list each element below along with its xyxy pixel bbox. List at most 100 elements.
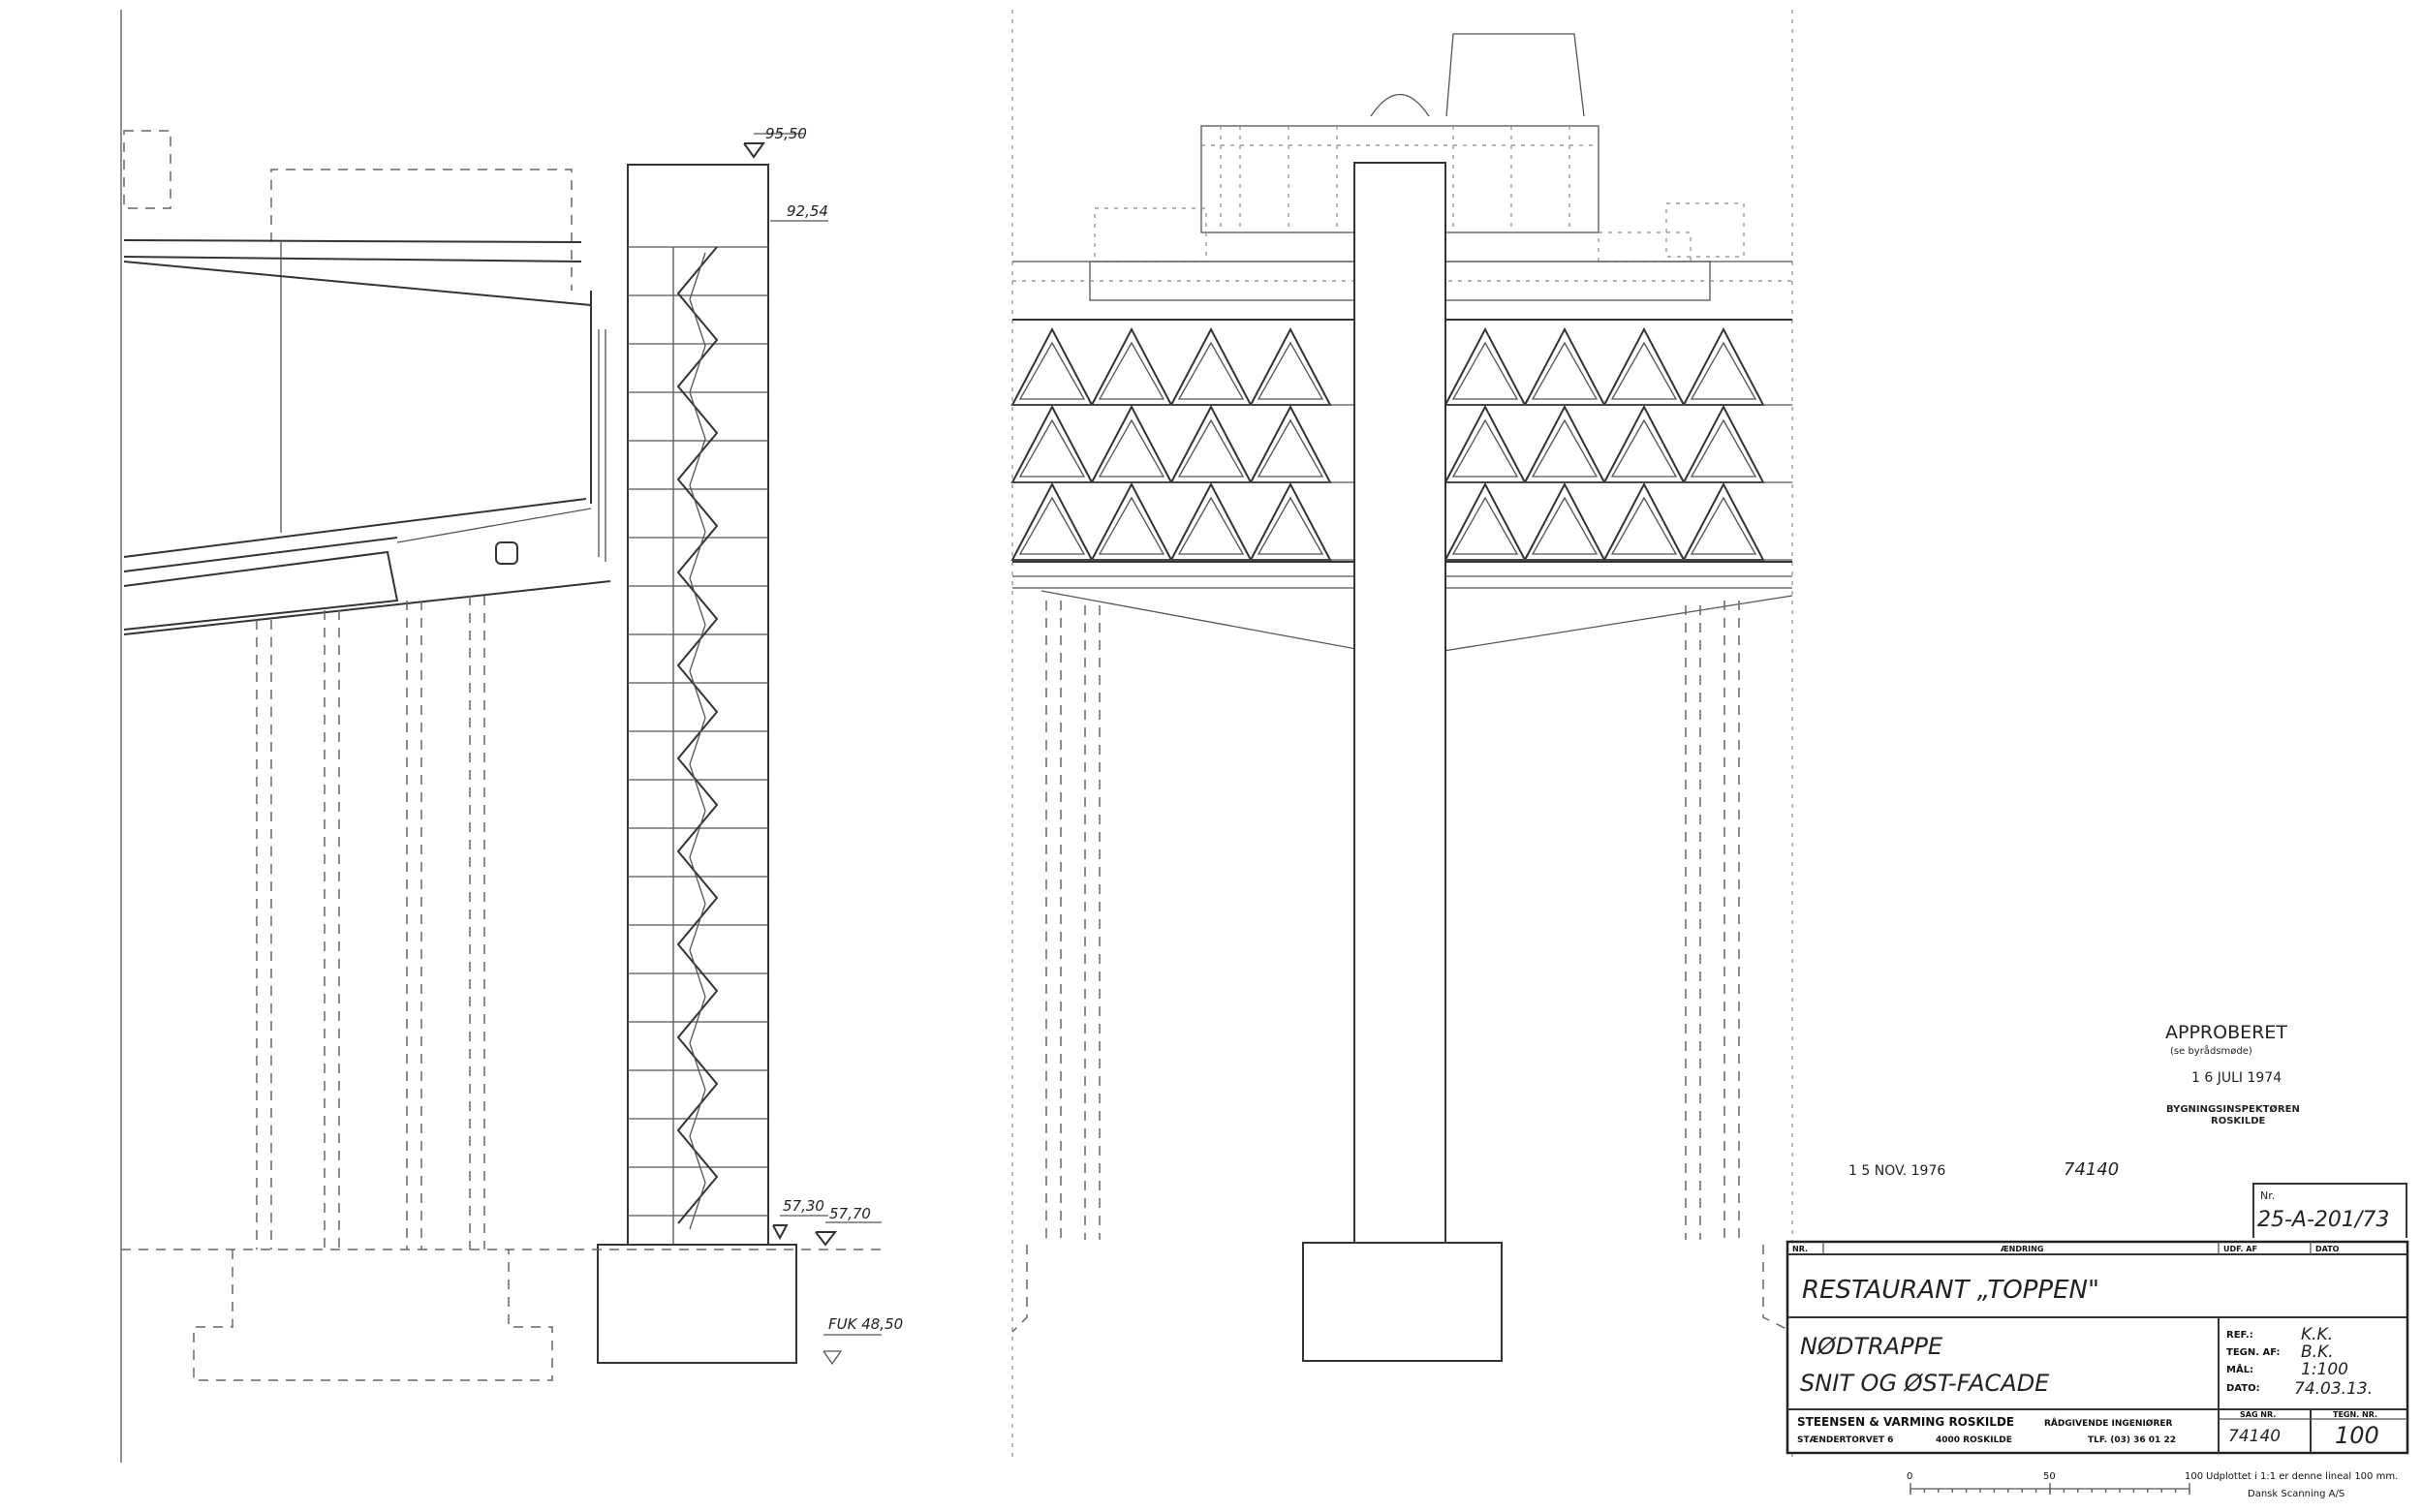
level-fuk-label: FUK 48,50 [828,1315,903,1333]
level-second-label: 92,54 [787,202,828,220]
scale-value: 1:100 [2301,1360,2348,1379]
approval-date: 1 6 JULI 1974 [2191,1070,2282,1086]
lattice-triangle-inner [1098,496,1165,555]
received-stamp: 1 5 NOV. 1976 74140 [1848,1159,2119,1180]
ref-value: K.K. [2301,1325,2333,1344]
lattice-triangle [1602,404,1686,483]
lattice-triangle [1249,481,1332,561]
lattice-triangle-inner [1531,341,1599,400]
lattice-triangle [1523,404,1606,483]
lattice-triangle-inner [1690,418,1757,478]
lattice-triangle [1523,326,1606,406]
lattice-triangle-inner [1177,341,1245,400]
phone: TLF. (03) 36 01 22 [2088,1435,2176,1445]
approval-stamp: APPROBERET (se byrådsmøde) 1 6 JULI 1974… [2165,1022,2300,1126]
lattice-triangle [1444,326,1527,406]
scale-mid: 50 [2043,1471,2056,1482]
lattice-triangle-inner [1177,418,1245,478]
firm-role: RÅDGIVENDE INGENIØRER [2044,1418,2173,1429]
case-label: SAG NR. [2240,1410,2276,1419]
east-facade-view [1010,33,1793,1362]
lattice-triangle-inner [1018,418,1086,478]
lattice-triangle [1249,404,1332,483]
date-value: 74.03.13. [2294,1379,2373,1399]
scale-end: 100 [2185,1471,2203,1482]
approval-office-line2: ROSKILDE [2211,1116,2266,1126]
title-block: NR. ÆNDRING UDF. AF DATO RESTAURANT „TOP… [1785,1240,2409,1455]
lattice-triangle [1169,481,1253,561]
level-markers: 95,50 92,54 57,30 57,70 FUK 48,50 [743,125,903,1366]
lattice-triangle-inner [1690,341,1757,400]
lattice-triangle [1682,326,1765,406]
scale-note: Udplottet i 1:1 er denne lineal 100 mm. [2206,1471,2398,1482]
header-nr: NR. [1792,1245,1808,1253]
lattice-triangle [1090,326,1173,406]
lattice-triangle [1602,326,1686,406]
lattice-triangle [1249,326,1332,406]
drawing-label: TEGN. NR. [2333,1410,2377,1419]
received-date: 1 5 NOV. 1976 [1848,1163,1945,1179]
lattice-triangle [1444,404,1527,483]
lattice-triangle-inner [1257,341,1324,400]
reference-value: 25-A-201/73 [2257,1208,2389,1232]
lattice-triangle-inner [1257,496,1324,555]
lattice-triangle-inner [1451,496,1519,555]
approval-subheading: (se byrådsmøde) [2170,1044,2252,1057]
lattice-triangle-inner [1610,418,1678,478]
lattice-triangle [1010,481,1094,561]
lattice-triangle-inner [1098,341,1165,400]
lattice-triangle [1682,404,1765,483]
lattice-triangle-inner [1610,496,1678,555]
lattice-triangle-inner [1018,341,1086,400]
reference-stamp: Nr. 25-A-201/73 [2252,1183,2407,1238]
columns-elevation [1011,601,1793,1333]
header-date: DATO [2315,1245,2340,1253]
subject-line2: SNIT OG ØST-FACADE [1800,1370,2050,1397]
received-note: 74140 [2064,1159,2119,1180]
level-top-label: 95,50 [765,125,807,142]
scale-bar: 0 50 100 Udplottet i 1:1 er denne lineal… [1907,1471,2398,1499]
approval-office-line1: BYGNINGSINSPEKTØREN [2166,1103,2300,1115]
lattice-triangle [1682,481,1765,561]
firm-name: STEENSEN & VARMING ROSKILDE [1797,1415,2014,1429]
project-title: RESTAURANT „TOPPEN" [1802,1276,2099,1305]
lattice-triangle-inner [1257,418,1324,478]
lattice-triangle-inner [1098,418,1165,478]
lattice-triangle-inner [1451,341,1519,400]
drawn-value: B.K. [2301,1342,2334,1362]
scale-zero: 0 [1907,1471,1912,1482]
lattice-triangle-inner [1018,496,1086,555]
drawing-value: 100 [2335,1422,2379,1449]
section-view: 95,50 92,54 57,30 57,70 FUK 48,50 [120,10,1793,1463]
lattice-triangle-inner [1177,496,1245,555]
lattice-triangle-inner [1690,496,1757,555]
address-street: STÆNDERTORVET 6 [1797,1435,1893,1445]
lattice-triangle [1523,481,1606,561]
ref-label: REF.: [2226,1330,2253,1341]
lattice-triangle [1169,326,1253,406]
columns-section [193,596,553,1381]
scale-credit: Dansk Scanning A/S [2248,1489,2344,1499]
lattice-triangle [1090,404,1173,483]
reference-corner-label: Nr. [2260,1189,2275,1202]
restaurant-section-outline [123,130,611,635]
lattice-triangle [1010,404,1094,483]
header-change: ÆNDRING [2001,1245,2043,1253]
date-label: DATO: [2226,1383,2260,1394]
approval-heading: APPROBERET [2165,1022,2287,1043]
stair-tower-section [597,164,797,1364]
lattice-triangle [1169,404,1253,483]
case-value: 74140 [2228,1427,2281,1446]
lattice-triangle-inner [1531,418,1599,478]
lattice-triangle-inner [1610,341,1678,400]
lattice-triangle-inner [1451,418,1519,478]
lattice-triangle [1444,481,1527,561]
stair-shaft-elevation [1302,162,1503,1362]
drawn-label: TEGN. AF: [2226,1347,2281,1358]
subject-line1: NØDTRAPPE [1800,1333,1943,1360]
lattice-triangle [1010,326,1094,406]
lattice-triangle [1602,481,1686,561]
lattice-triangle [1090,481,1173,561]
address-city: 4000 ROSKILDE [1936,1435,2012,1445]
